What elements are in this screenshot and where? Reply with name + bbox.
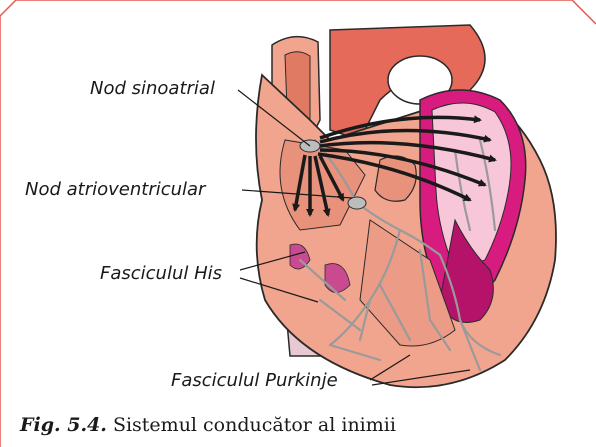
label-purkinje-fibers: Fasciculul Purkinje bbox=[171, 372, 338, 390]
figure-caption-text: Sistemul conducător al inimii bbox=[113, 414, 396, 436]
label-sinoatrial-node: Nod sinoatrial bbox=[90, 80, 215, 98]
figure-caption: Fig. 5.4. Sistemul conducător al inimii bbox=[20, 416, 396, 435]
label-atrioventricular-node: Nod atrioventricular bbox=[25, 181, 205, 199]
valve bbox=[375, 156, 416, 201]
label-bundle-of-his: Fasciculul His bbox=[100, 265, 222, 283]
figure-number: Fig. 5.4. bbox=[20, 414, 107, 436]
atrioventricular-node bbox=[348, 197, 366, 209]
